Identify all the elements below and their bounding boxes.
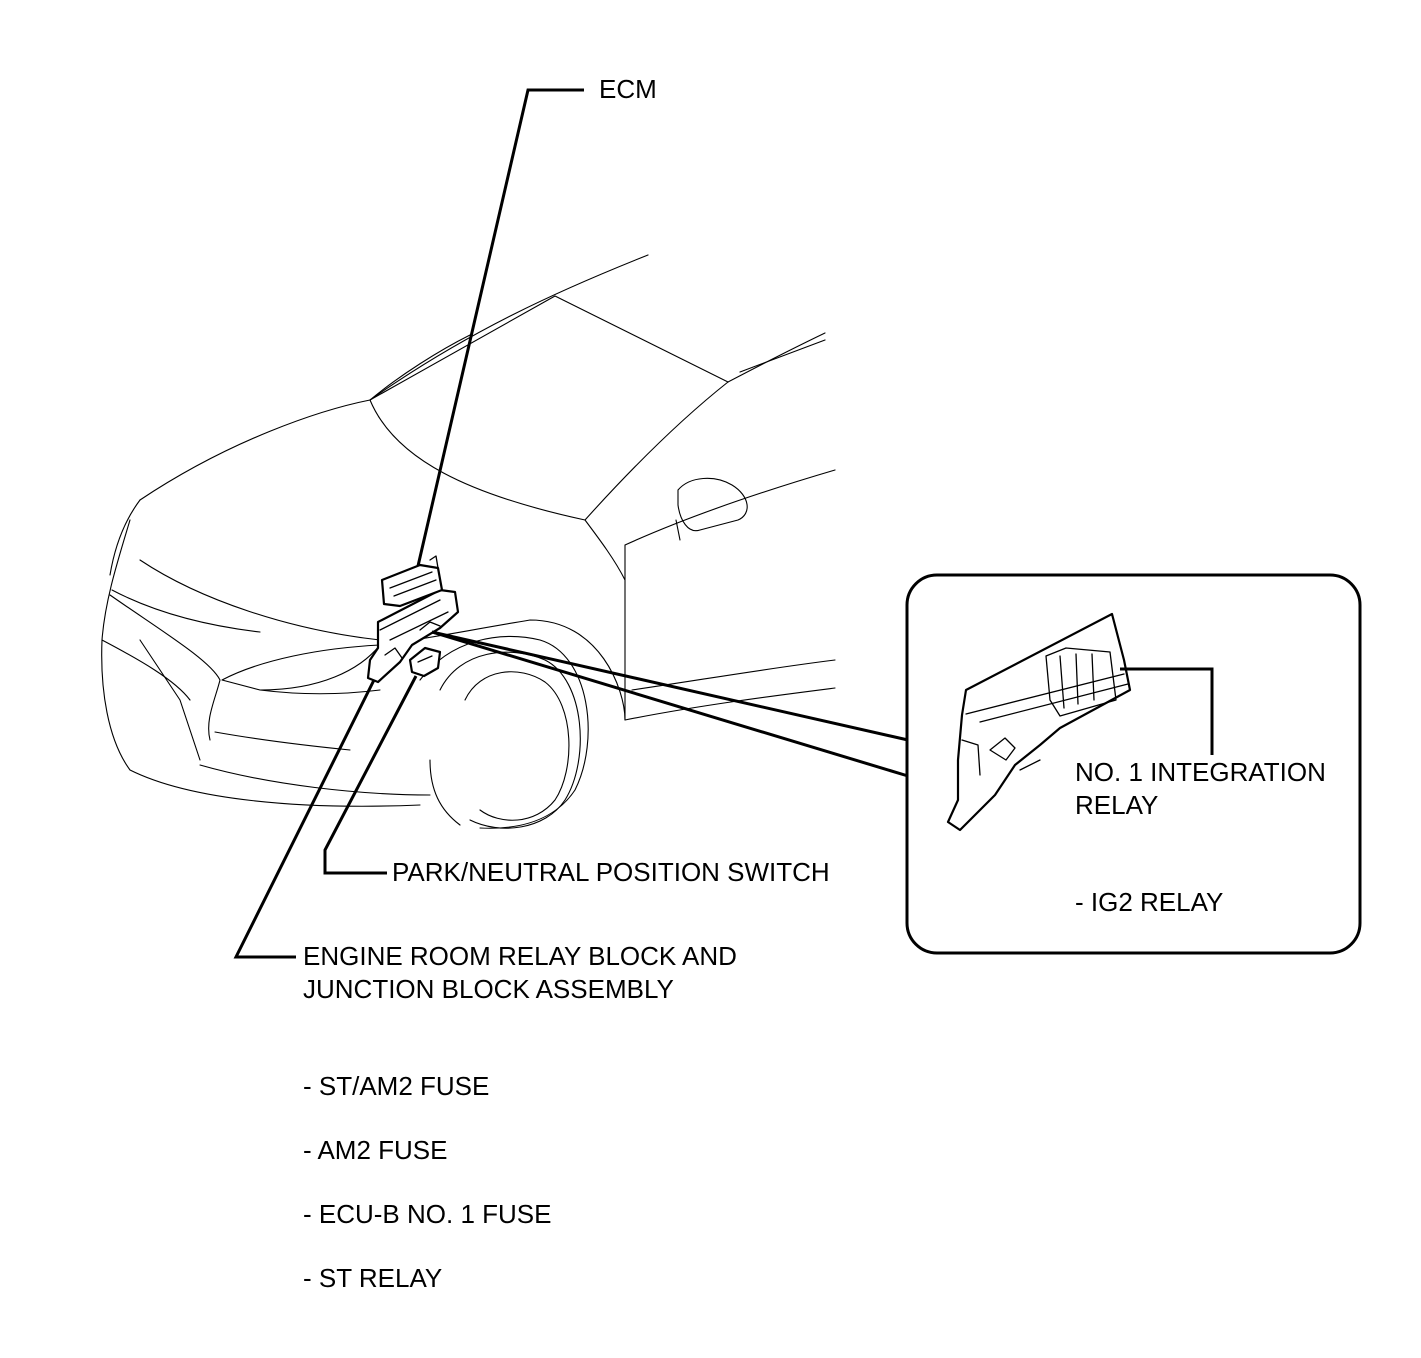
engine-room-relay-label-line1: ENGINE ROOM RELAY BLOCK AND [303,941,737,971]
engine-room-item-st-relay: - ST RELAY [303,1263,443,1293]
integration-relay-label-line2: RELAY [1075,790,1159,820]
ecm-label: ECM [599,74,657,104]
engine-room-relay-block [366,588,460,684]
integration-item-ig2-relay: - IG2 RELAY [1075,887,1224,917]
engine-room-item-am2-fuse: - AM2 FUSE [303,1135,448,1165]
park-neutral-switch-label: PARK/NEUTRAL POSITION SWITCH [392,857,830,887]
engine-room-relay-label-line2: JUNCTION BLOCK ASSEMBLY [303,974,674,1004]
park-neutral-position-switch [408,646,442,678]
ecm-unit [380,555,444,608]
engine-room-item-st-am2-fuse: - ST/AM2 FUSE [303,1071,490,1101]
vehicle-outline [101,254,836,829]
integration-relay-label-line1: NO. 1 INTEGRATION [1075,757,1326,787]
detail-inset [905,573,1362,955]
engine-room-item-ecu-b-fuse: - ECU-B NO. 1 FUSE [303,1199,552,1229]
leader-lines [233,88,909,959]
